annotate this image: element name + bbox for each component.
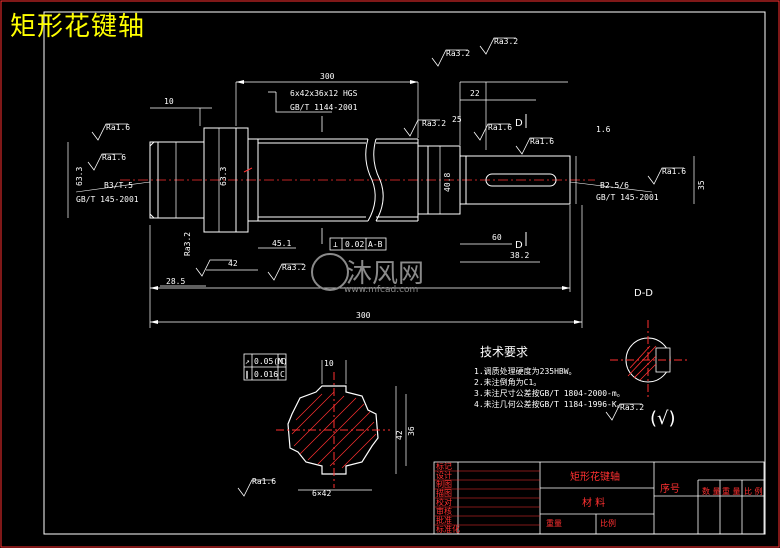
svg-text:(√): (√) xyxy=(650,408,676,429)
spline-standard: GB/T 1144-2001 xyxy=(290,103,358,112)
svg-text:C: C xyxy=(280,357,285,366)
spline-spec: 6x42x36x12 HGS xyxy=(290,89,358,98)
position-tolerance: ⊥ 0.02 A-B xyxy=(321,228,387,251)
svg-text:设计: 设计 xyxy=(436,470,452,480)
title-block-rows xyxy=(434,470,540,526)
dim-mid2: 63.3 xyxy=(219,167,228,186)
svg-text:3.未注尺寸公差按GB/T 1804-2000-m。: 3.未注尺寸公差按GB/T 1804-2000-m。 xyxy=(474,388,625,398)
svg-text:重量: 重量 xyxy=(546,518,562,528)
svg-text:6×42: 6×42 xyxy=(312,489,331,498)
svg-text:4.未注几何公差按GB/T 1184-1996-K。: 4.未注几何公差按GB/T 1184-1996-K。 xyxy=(474,399,625,409)
svg-text:制图: 制图 xyxy=(436,479,452,489)
dim-right4: 1.6 xyxy=(596,125,611,134)
title-block-row-labels: 标记 设计 制图 描图 校对 审核 批准 标准化 xyxy=(436,461,460,534)
svg-text:比 例: 比 例 xyxy=(744,486,763,496)
svg-text:Ra3.2: Ra3.2 xyxy=(282,263,306,272)
spline-cross-section xyxy=(276,372,390,488)
svg-text:1.调质处理硬度为235HBW。: 1.调质处理硬度为235HBW。 xyxy=(474,366,577,376)
shaft-view xyxy=(120,127,595,233)
svg-text:标准化: 标准化 xyxy=(436,524,460,534)
svg-text:审核: 审核 xyxy=(436,506,452,516)
svg-text:Ra3.2: Ra3.2 xyxy=(494,37,518,46)
right-thread-standard: GB/T 145-2001 xyxy=(596,193,659,202)
svg-text:⊥: ⊥ xyxy=(333,240,338,249)
dim-right1: 40.8 xyxy=(443,173,452,192)
svg-text:标记: 标记 xyxy=(436,461,452,471)
svg-text:42: 42 xyxy=(395,430,404,440)
svg-text:10: 10 xyxy=(324,359,334,368)
svg-text:∥: ∥ xyxy=(245,370,249,379)
svg-text:Ra1.6: Ra1.6 xyxy=(106,123,130,132)
svg-text:沐风网: 沐风网 xyxy=(346,259,424,289)
dim-left2: 45.1 xyxy=(272,239,291,248)
svg-text:重 量: 重 量 xyxy=(722,486,741,496)
svg-text:描图: 描图 xyxy=(436,488,452,498)
dim-small3: 25 xyxy=(452,115,462,124)
svg-text:批准: 批准 xyxy=(436,515,452,525)
svg-text:Ra1.6: Ra1.6 xyxy=(530,137,554,146)
svg-text:Ra1.6: Ra1.6 xyxy=(662,167,686,176)
svg-text:2.未注倒角为C1。: 2.未注倒角为C1。 xyxy=(474,377,541,387)
watermark: 沐风网 www.mfcad.com xyxy=(311,253,424,295)
right-thread-spec: B2.5/6 xyxy=(600,181,629,190)
svg-text:A-B: A-B xyxy=(368,240,383,249)
svg-text:技术要求: 技术要求 xyxy=(480,345,528,359)
left-thread-standard: GB/T 145-2001 xyxy=(76,195,139,204)
svg-text:Ra3.2: Ra3.2 xyxy=(422,119,446,128)
dim-mid1: 63.3 xyxy=(75,167,84,186)
svg-text:Ra3.2: Ra3.2 xyxy=(620,403,644,412)
svg-text:Ra1.6: Ra1.6 xyxy=(252,477,276,486)
svg-text:0.02: 0.02 xyxy=(345,240,364,249)
svg-text:0.016: 0.016 xyxy=(254,370,278,379)
tech-requirements: 技术要求 1.调质处理硬度为235HBW。 2.未注倒角为C1。 3.未注尺寸公… xyxy=(474,345,625,409)
section-dd: D-D xyxy=(610,288,690,398)
feature-control-frames: ↗ 0.05(M) C ∥ 0.016 C xyxy=(243,353,288,381)
dim-left1: 28.5 xyxy=(166,277,185,286)
inner-border xyxy=(43,11,766,535)
material-label: 材 料 xyxy=(582,496,605,509)
svg-text:Ra3.2: Ra3.2 xyxy=(446,49,470,58)
svg-text:D-D: D-D xyxy=(634,288,653,299)
svg-text:36: 36 xyxy=(407,426,416,436)
dim-right6: 60 xyxy=(492,233,502,242)
svg-text:↗: ↗ xyxy=(245,357,250,366)
dim-top-span: 300 xyxy=(320,72,335,81)
dim-right5: 22 xyxy=(470,89,480,98)
cut-letter-top: D xyxy=(515,118,523,129)
cut-letter-bottom: D xyxy=(515,240,523,251)
dim-small1: 10 xyxy=(164,97,174,106)
svg-text:比例: 比例 xyxy=(600,518,616,528)
svg-text:Ra1.6: Ra1.6 xyxy=(488,123,512,132)
svg-text:校对: 校对 xyxy=(436,497,452,507)
svg-text:Ra3.2: Ra3.2 xyxy=(183,232,192,256)
part-name: 矩形花键轴 xyxy=(570,470,620,483)
svg-text:www.mfcad.com: www.mfcad.com xyxy=(344,285,418,295)
dim-overall: 300 xyxy=(356,311,371,320)
dim-right2: 35 xyxy=(697,180,706,190)
left-thread-spec: B3/T.5 xyxy=(104,181,133,190)
svg-text:C: C xyxy=(280,370,285,379)
seq-label: 序号 xyxy=(660,482,680,495)
page-title: 矩形花键轴 xyxy=(10,12,146,42)
dim-right3: 38.2 xyxy=(510,251,529,260)
svg-text:数 量: 数 量 xyxy=(702,486,721,496)
svg-text:Ra1.6: Ra1.6 xyxy=(102,153,126,162)
svg-text:0.05(M): 0.05(M) xyxy=(254,357,288,366)
dim-small2: 42 xyxy=(228,259,238,268)
